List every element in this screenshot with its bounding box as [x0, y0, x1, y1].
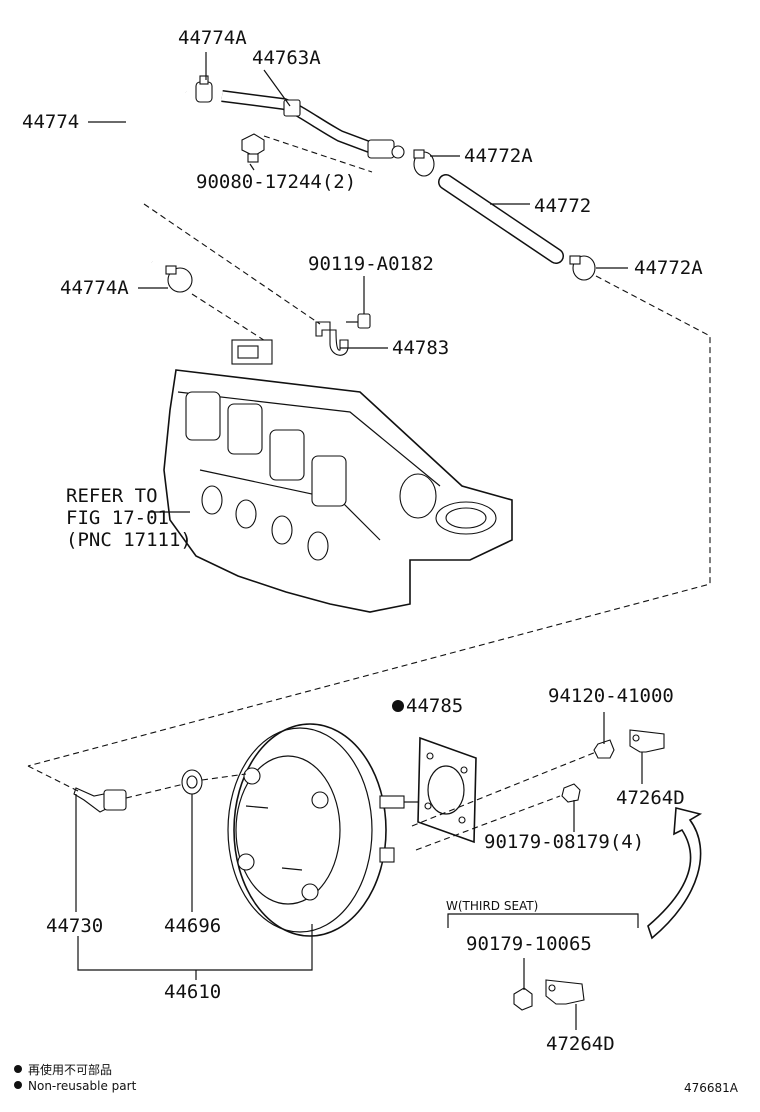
- label-47264D-lower: 47264D: [546, 1033, 615, 1055]
- nut-90179-08179[interactable]: [561, 783, 581, 803]
- refer-text-line2: FIG 17-01: [66, 507, 169, 529]
- brake-booster[interactable]: [227, 723, 420, 937]
- label-44772A-lower: 44772A: [634, 257, 703, 279]
- label-third-seat: W(THIRD SEAT): [446, 899, 538, 913]
- clamp-44772A-lower[interactable]: [569, 255, 596, 281]
- manifold-runners: [185, 391, 347, 561]
- vacuum-fitting-44730[interactable]: [73, 787, 127, 813]
- label-44763A: 44763A: [252, 47, 321, 69]
- label-44774A-top: 44774A: [178, 27, 247, 49]
- label-47264D-upper: 47264D: [616, 787, 685, 809]
- label-44783: 44783: [392, 337, 449, 359]
- throttle-body-port: [399, 473, 497, 535]
- direction-arrow-icon: [647, 806, 703, 940]
- bracket-47264D-upper[interactable]: [629, 729, 665, 753]
- bolt-90119-A0182[interactable]: [346, 313, 371, 329]
- label-90179-08179: 90179-08179(4): [484, 831, 644, 853]
- legend-bullet-icon: [14, 1081, 22, 1089]
- label-44696: 44696: [164, 915, 221, 937]
- bracket-44783[interactable]: [315, 321, 349, 356]
- label-44774: 44774: [22, 111, 79, 133]
- clamp-44774A-left[interactable]: [165, 265, 193, 293]
- clamp-44772A-upper[interactable]: [413, 149, 435, 177]
- non-reusable-marker-icon: [392, 700, 404, 712]
- label-90080-17244: 90080-17244(2): [196, 171, 356, 193]
- label-44772A-upper: 44772A: [464, 145, 533, 167]
- legend-line-jp: 再使用不可部品: [28, 1062, 112, 1077]
- label-44785: 44785: [406, 695, 463, 717]
- hose-44763A[interactable]: [221, 90, 405, 159]
- label-44772: 44772: [534, 195, 591, 217]
- hose-44772[interactable]: [438, 174, 564, 264]
- label-44610: 44610: [164, 981, 221, 1003]
- nut-94120-41000[interactable]: [593, 739, 615, 759]
- gasket-44785[interactable]: [417, 736, 477, 844]
- hose-44774[interactable]: [104, 83, 188, 266]
- legend-bullet-icon: [14, 1065, 22, 1073]
- bolt-90080-17244[interactable]: [241, 133, 265, 163]
- grommet-44696[interactable]: [181, 769, 203, 795]
- label-44774A-left: 44774A: [60, 277, 129, 299]
- clamp-44774A-top[interactable]: [195, 75, 213, 103]
- bracket-47264D-lower[interactable]: [545, 979, 585, 1005]
- label-94120-41000: 94120-41000: [548, 685, 674, 707]
- label-44730: 44730: [46, 915, 103, 937]
- intake-manifold[interactable]: [163, 339, 513, 613]
- label-90179-10065: 90179-10065: [466, 933, 592, 955]
- diagram-id: 476681A: [684, 1081, 739, 1095]
- refer-text-line3: (PNC 17111): [66, 529, 192, 551]
- refer-text-line1: REFER TO: [66, 485, 158, 507]
- legend-line-en: Non-reusable part: [28, 1079, 137, 1093]
- nut-90179-10065[interactable]: [513, 987, 533, 1011]
- label-90119-A0182: 90119-A0182: [308, 253, 434, 275]
